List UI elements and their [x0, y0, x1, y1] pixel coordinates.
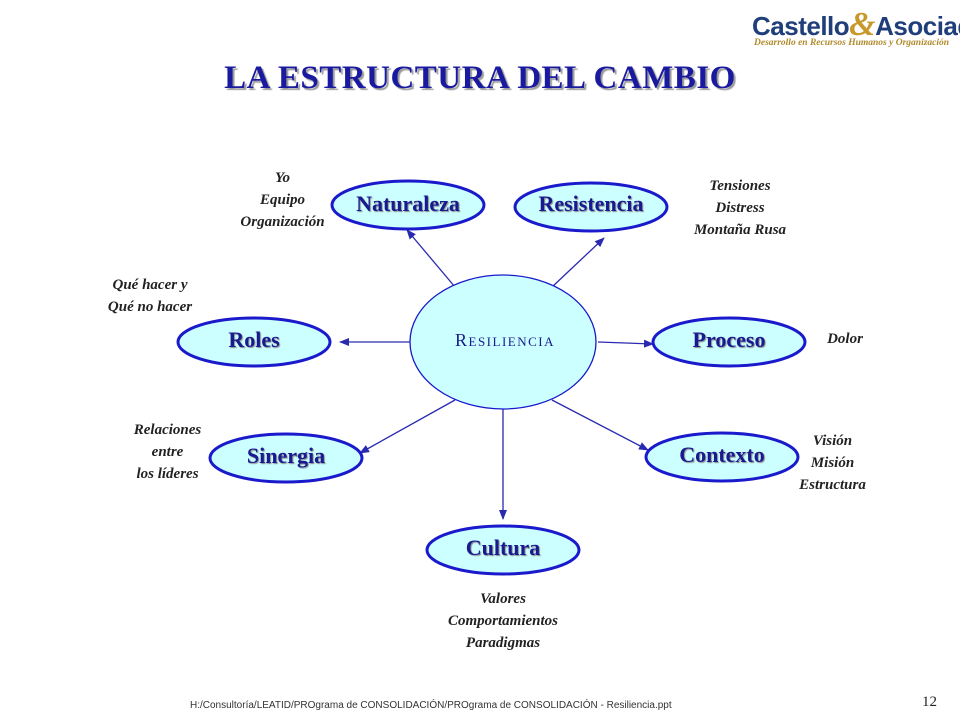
- node-resistencia: Resistencia: [538, 191, 644, 216]
- note-contexto: Visión Misión Estructura: [775, 430, 890, 496]
- note-resistencia: Tensiones Distress Montaña Rusa: [665, 175, 815, 241]
- logo-ampersand: &: [849, 6, 876, 43]
- arrow-to-contexto: [551, 399, 649, 451]
- logo-brand-right: Asociados: [875, 11, 960, 41]
- node-sinergia: Sinergia: [246, 443, 326, 468]
- logo-brand-left: Castello: [752, 11, 850, 41]
- note-line: Dolor: [827, 331, 863, 347]
- note-line: Qué no hacer: [107, 299, 193, 315]
- sinergia-ellipse: [208, 432, 364, 484]
- logo-wordmark: Castello&Asociados: [752, 6, 960, 44]
- note-proceso: Dolor: [805, 328, 885, 350]
- note-line: Organización: [240, 214, 325, 230]
- slide-title: LA ESTRUCTURA DEL CAMBIO: [224, 60, 736, 96]
- node-naturaleza: Naturaleza: [356, 191, 460, 216]
- note-line: Distress: [715, 200, 765, 216]
- center-label-initial: R: [454, 330, 469, 350]
- note-line: entre: [151, 444, 184, 460]
- note-line: Valores: [480, 591, 526, 607]
- contexto-ellipse: [644, 431, 800, 483]
- resiliencia-ellipse: [409, 274, 597, 410]
- note-line: Qué hacer y: [112, 277, 188, 293]
- naturaleza-ellipse: [330, 179, 486, 231]
- note-line: los líderes: [136, 466, 199, 482]
- note-roles: Qué hacer y Qué no hacer: [75, 274, 225, 318]
- proceso-ellipse: [651, 316, 807, 368]
- note-line: Paradigmas: [465, 635, 541, 651]
- note-naturaleza: Yo Equipo Organización: [210, 167, 355, 233]
- resistencia-ellipse: [513, 181, 669, 233]
- node-contexto: Contexto: [679, 442, 765, 467]
- arrow-to-resistencia: [551, 237, 605, 288]
- note-line: Equipo: [259, 192, 305, 208]
- arrow-to-proceso: [597, 339, 654, 348]
- footer-file-path: H:/Consultoría/LEATID/PROgrama de CONSOL…: [190, 700, 672, 711]
- arrow-to-sinergia: [359, 399, 456, 454]
- note-line: Tensiones: [709, 178, 771, 194]
- note-sinergia: Relaciones entre los líderes: [110, 419, 225, 485]
- note-line: Visión: [812, 433, 853, 449]
- roles-ellipse: [176, 316, 332, 368]
- logo-tagline: Desarrollo en Recursos Humanos y Organiz…: [754, 38, 950, 48]
- note-line: Comportamientos: [447, 613, 559, 629]
- center-label-rest: ESILIENCIA: [468, 334, 555, 349]
- cultura-ellipse: [425, 524, 581, 576]
- node-cultura: Cultura: [465, 535, 541, 560]
- node-proceso: Proceso: [692, 327, 766, 352]
- note-cultura: Valores Comportamientos Paradigmas: [418, 588, 588, 654]
- page-number: 12: [922, 694, 937, 710]
- center-label-resiliencia: RESILIENCIA: [410, 330, 600, 351]
- note-line: Estructura: [799, 477, 866, 493]
- node-roles: Roles: [228, 327, 280, 352]
- note-line: Relaciones: [133, 422, 202, 438]
- note-line: Yo: [275, 170, 290, 186]
- arrow-to-naturaleza: [406, 229, 456, 288]
- note-line: Misión: [810, 455, 855, 471]
- company-logo: Castello&Asociados Desarrollo en Recurso…: [752, 6, 960, 54]
- note-line: Montaña Rusa: [693, 222, 787, 238]
